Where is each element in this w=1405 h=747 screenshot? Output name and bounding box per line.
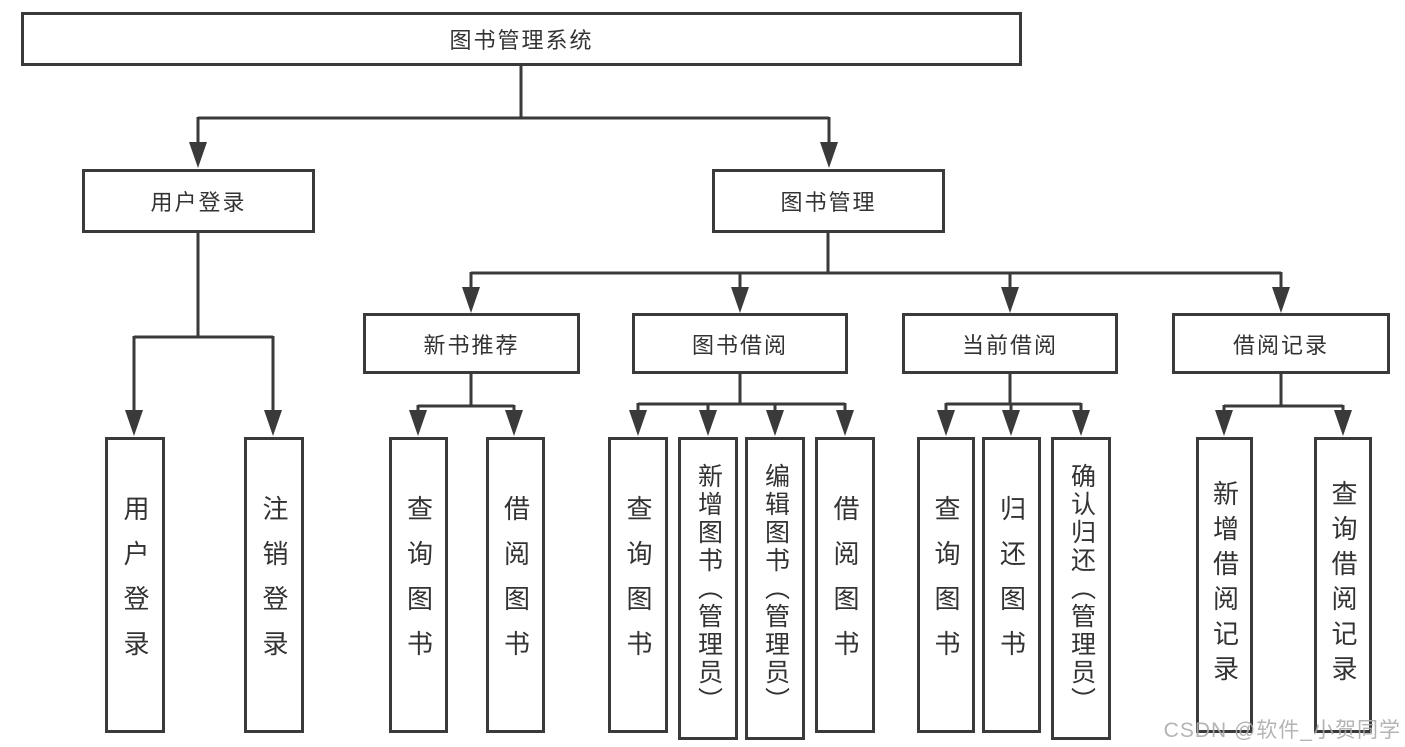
node-label: 图书借阅	[691, 332, 788, 358]
leaf-label: 查询图书	[931, 495, 961, 675]
leaf-user-login: 用户登录	[105, 437, 165, 733]
leaf-query-books-recommend: 查询图书	[389, 437, 448, 733]
node-borrowing-records: 借阅记录	[1172, 313, 1390, 374]
leaf-label: 编辑图书（管理员）	[761, 462, 790, 715]
leaf-label: 借阅图书	[830, 495, 860, 675]
leaf-edit-books-admin: 编辑图书（管理员）	[745, 437, 805, 740]
leaf-borrow-books-recommend: 借阅图书	[486, 437, 545, 733]
leaf-query-borrow-record: 查询借阅记录	[1314, 437, 1372, 733]
leaf-add-books-admin: 新增图书（管理员）	[678, 437, 738, 740]
node-label: 当前借阅	[961, 332, 1058, 358]
leaf-label: 归还图书	[996, 495, 1027, 675]
leaf-label: 借阅图书	[500, 495, 531, 675]
node-user-login: 用户登录	[82, 169, 315, 233]
leaf-label: 查询借阅记录	[1328, 480, 1358, 690]
leaf-add-borrow-record: 新增借阅记录	[1196, 437, 1253, 733]
leaf-label: 查询图书	[623, 495, 653, 675]
leaf-label: 用户登录	[120, 495, 150, 675]
leaf-label: 确认归还（管理员）	[1067, 462, 1096, 715]
leaf-confirm-return-admin: 确认归还（管理员）	[1051, 437, 1111, 740]
node-new-book-recommendation: 新书推荐	[363, 313, 580, 374]
node-book-borrowing: 图书借阅	[632, 313, 848, 374]
leaf-label: 注销登录	[259, 495, 289, 675]
leaf-borrow-books: 借阅图书	[815, 437, 875, 733]
leaf-query-books-current: 查询图书	[917, 437, 975, 733]
node-label: 借阅记录	[1232, 332, 1329, 358]
leaf-label: 查询图书	[403, 495, 434, 675]
leaf-logout: 注销登录	[244, 437, 304, 733]
node-book-management-system: 图书管理系统	[21, 12, 1022, 66]
leaf-label: 新增图书（管理员）	[694, 462, 723, 715]
node-current-borrowing: 当前借阅	[902, 313, 1118, 374]
node-label: 图书管理系统	[449, 28, 594, 53]
leaf-return-books: 归还图书	[982, 437, 1041, 733]
node-label: 图书管理	[780, 190, 877, 215]
node-label: 新书推荐	[423, 332, 520, 358]
node-label: 用户登录	[150, 190, 247, 215]
node-book-management: 图书管理	[712, 169, 945, 233]
leaf-label: 新增借阅记录	[1209, 480, 1240, 690]
leaf-query-books-borrowing: 查询图书	[608, 437, 668, 733]
csdn-watermark: CSDN @软件_小贺同学	[1163, 719, 1401, 742]
